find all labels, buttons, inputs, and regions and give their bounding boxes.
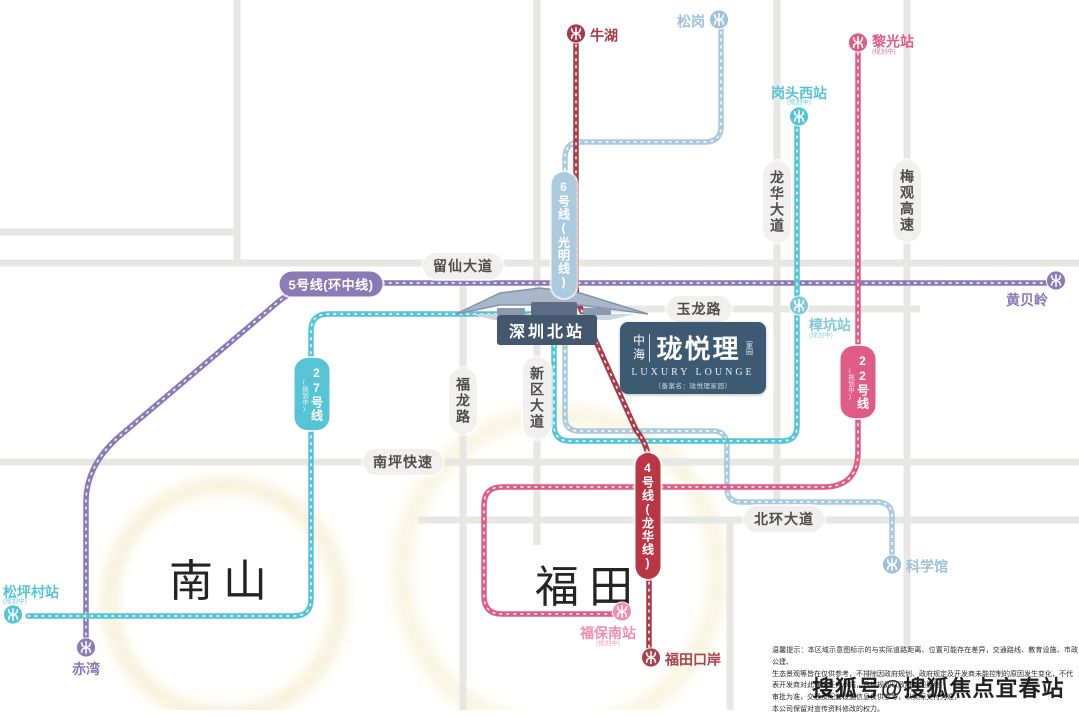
line-22-path-beads: [483, 45, 859, 615]
metro-line-badge-line5: 5号线(环中线): [279, 271, 383, 297]
station-label: 松坪村站(规划中): [3, 583, 59, 607]
metro-station-icon: [1045, 270, 1067, 296]
metro-station-icon: [611, 601, 633, 627]
logo-brand-name: 中海: [631, 333, 651, 362]
station-label: 福田口岸: [665, 651, 721, 668]
badge-sub-label: (规划中): [300, 378, 308, 413]
station-sub-label: (规划中): [809, 331, 833, 339]
sohu-watermark: 搜狐号@搜狐焦点宜春站: [812, 676, 1065, 701]
road-label-yulong: 玉龙路: [666, 296, 732, 322]
metro-line-badge-line4: 4号线(龙华线): [635, 453, 661, 579]
badge-label: 22号线: [855, 354, 870, 410]
road-label-nanping: 南坪快速: [363, 449, 443, 475]
station-label: 赤湾: [72, 662, 100, 677]
road-label-beihuan: 北环大道: [744, 506, 824, 532]
station-label: 黎光站(规划中): [872, 34, 914, 56]
road-label-fulong: 福龙路: [449, 368, 477, 434]
hub-station-label: 深圳北站: [496, 315, 598, 345]
station-name: 岗头西站: [771, 84, 827, 101]
station-sub-label: (规划中): [3, 598, 27, 606]
logo-filing-note: （备案名：珑悦理家园）: [654, 383, 732, 390]
station-label: 黄贝岭: [1006, 293, 1048, 308]
metro-station-icon: [708, 9, 730, 35]
station-sub-label: (规划中): [596, 639, 620, 647]
station-sub-label: (规划中): [787, 99, 811, 107]
station-sub-label: (规划中): [872, 47, 896, 55]
station-label: 樟坑站(规划中): [809, 318, 851, 340]
metro-station-icon: [847, 32, 869, 58]
station-name: 松岗: [677, 13, 705, 30]
badge-label: 27号线: [309, 366, 324, 422]
metro-station-icon: [788, 295, 810, 321]
metro-line-badge-line22: 22号线(规划中): [840, 346, 876, 418]
logo-row: 中海 珑悦理 家园: [620, 329, 766, 366]
station-name: 福保南站: [580, 625, 636, 641]
badge-sub-label: (规划中): [846, 366, 854, 401]
metro-line-badge-line27: 27号线(规划中): [294, 358, 330, 430]
station-label: 福保南站(规划中): [580, 626, 636, 648]
station-name: 黎光站: [872, 33, 914, 50]
badge-label: 6号线(光明线): [556, 180, 571, 290]
district-label-nanshan: 南山: [169, 557, 277, 606]
logo-project-suffix: 家园: [745, 340, 753, 355]
station-label: 松岗: [677, 13, 705, 30]
road-label-longhua: 龙华大道: [763, 161, 791, 243]
road-label-meiguan: 梅观高速: [893, 160, 921, 242]
station-name: 赤湾: [72, 661, 100, 677]
logo-english-name: LUXURY LOUNGE: [631, 367, 755, 378]
metro-station-icon: [788, 106, 810, 132]
station-label: 岗头西站(规划中): [771, 84, 827, 108]
futian-glow-ring: [391, 403, 729, 710]
station-name: 黄贝岭: [1006, 292, 1048, 308]
disclaimer-text: 温馨提示：本区域示意图标示的与实际道路距离、位置可能存在差异，交通路线、教育设施…: [772, 647, 1078, 713]
road-label-liuxian: 留仙大道: [423, 253, 503, 279]
metro-station-icon: [2, 604, 24, 630]
station-label: 牛湖: [590, 27, 618, 44]
metro-line-badge-line6: 6号线(光明线): [551, 172, 577, 298]
logo-project-name: 珑悦理: [656, 335, 741, 364]
station-name: 牛湖: [590, 27, 618, 44]
station-name: 樟坑站: [809, 317, 851, 333]
project-logo: 中海 珑悦理 家园 LUXURY LOUNGE （备案名：珑悦理家园）: [620, 322, 766, 394]
station-name: 科学馆: [906, 558, 948, 575]
station-name: 福田口岸: [665, 651, 721, 668]
badge-label: 5号线(环中线): [288, 277, 374, 293]
badge-label: 4号线(龙华线): [640, 461, 655, 571]
metro-station-icon: [75, 637, 97, 663]
station-name: 松坪村站: [3, 583, 59, 600]
road-label-xinqu: 新区大道: [523, 357, 551, 439]
metro-station-icon: [565, 23, 587, 49]
station-label: 科学馆: [906, 558, 948, 575]
nanshan-glow-ring: [100, 475, 350, 710]
metro-station-icon: [881, 554, 903, 580]
metro-station-icon: [640, 647, 662, 673]
line-6-path-beads: [564, 24, 893, 561]
